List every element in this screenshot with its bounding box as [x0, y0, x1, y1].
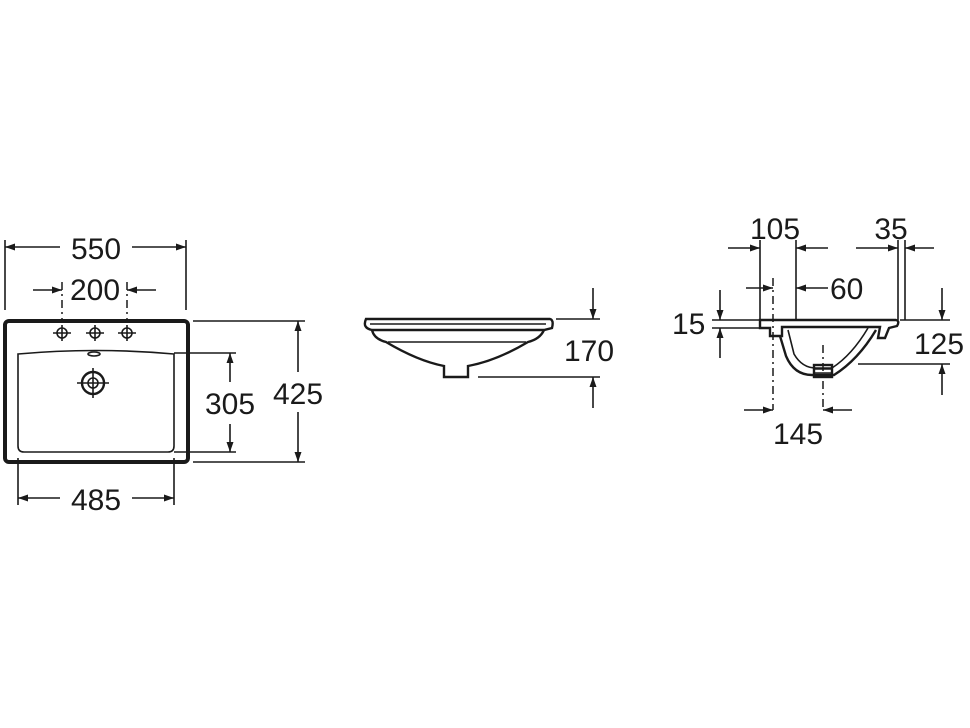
tap-hole-right: [118, 325, 136, 341]
dim-485-label: 485: [71, 484, 121, 517]
section-rim: [758, 318, 900, 340]
front-view: 170: [363, 288, 614, 408]
dim-35-label: 35: [874, 213, 907, 246]
section-bowl: [778, 329, 878, 377]
dim-15-label: 15: [672, 308, 705, 341]
dim-125-label: 125: [914, 328, 964, 361]
top-view: 550 200 305 425 485: [3, 233, 323, 517]
dim-170-label: 170: [564, 335, 614, 368]
dim-305-label: 305: [205, 388, 255, 421]
front-rim: [363, 317, 554, 332]
dim-145-label: 145: [773, 418, 823, 451]
tap-hole-center: [86, 325, 104, 341]
dim-200-label: 200: [70, 274, 120, 307]
tap-hole-left: [53, 325, 71, 341]
overflow-slot: [87, 351, 101, 357]
side-section-view: 105 35 60 15 125 145: [672, 213, 964, 451]
front-bowl: [370, 329, 546, 379]
drain: [77, 368, 109, 398]
basin-outline: [3, 319, 190, 464]
bowl-outline: [17, 349, 175, 453]
dim-550-label: 550: [71, 233, 121, 266]
dim-425-label: 425: [273, 378, 323, 411]
dim-105-label: 105: [750, 213, 800, 246]
dim-60-label: 60: [830, 273, 863, 306]
